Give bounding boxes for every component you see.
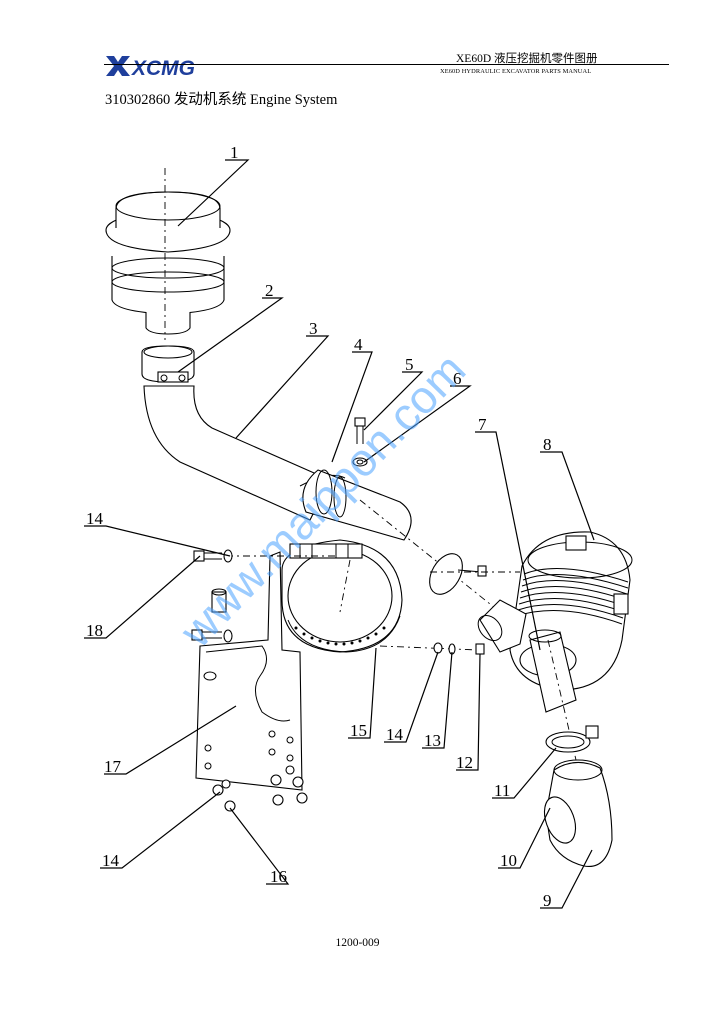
section-title: 310302860 发动机系统 Engine System [105,92,338,108]
callout-6: 6 [453,369,462,388]
callout-5: 5 [405,355,414,374]
leader-lines [84,159,595,909]
part-9-outlet-elbow [543,759,613,868]
part-11-outlet-clamp [545,725,599,753]
part-18-bolt-group [191,549,233,643]
callout-12: 12 [456,753,473,772]
callout-14-middle: 14 [386,725,404,744]
part-17-bracket [195,551,336,791]
callout-16: 16 [270,867,287,886]
xcmg-logo: XCMG [106,56,195,80]
callout-18: 18 [86,621,103,640]
callout-15: 15 [350,721,367,740]
part-7-outlet [477,599,577,761]
part-6-washer [352,457,368,467]
parts-12-14-hardware [379,642,485,655]
callout-14-upper: 14 [86,509,104,528]
part-16-bolts [212,765,308,812]
callout-14-lower: 14 [102,851,120,870]
callout-1: 1 [230,143,239,162]
xcmg-logo-text: XCMG [131,57,195,80]
part-2-hose-clamp [141,345,195,383]
callout-9: 9 [543,891,552,910]
callout-4: 4 [354,335,363,354]
callout-10: 10 [500,851,517,870]
filter-end-cap [429,553,520,595]
callout-13: 13 [424,731,441,750]
manual-title: XE60D 液压挖掘机零件图册 [456,53,598,65]
part-15-mounting-band [281,539,403,653]
xcmg-logo-mark [106,56,130,76]
part-8-air-cleaner [509,531,633,691]
callout-11: 11 [494,781,510,800]
callout-7: 7 [478,415,487,434]
part-4-elbow-sleeve [302,469,511,621]
callout-8: 8 [543,435,552,454]
callout-3: 3 [309,319,318,338]
callout-2: 2 [265,281,274,300]
callout-numbers: 1 2 3 4 5 6 7 8 9 10 11 12 13 14 14 14 1… [86,143,552,910]
page-number: 1200-009 [335,937,380,949]
manual-subtitle: XE60D HYDRAULIC EXCAVATOR PARTS MANUAL [440,68,592,75]
header-rule [104,64,669,65]
part-1-precleaner [105,168,231,340]
callout-17: 17 [104,757,122,776]
part-5-bolt [354,417,366,444]
